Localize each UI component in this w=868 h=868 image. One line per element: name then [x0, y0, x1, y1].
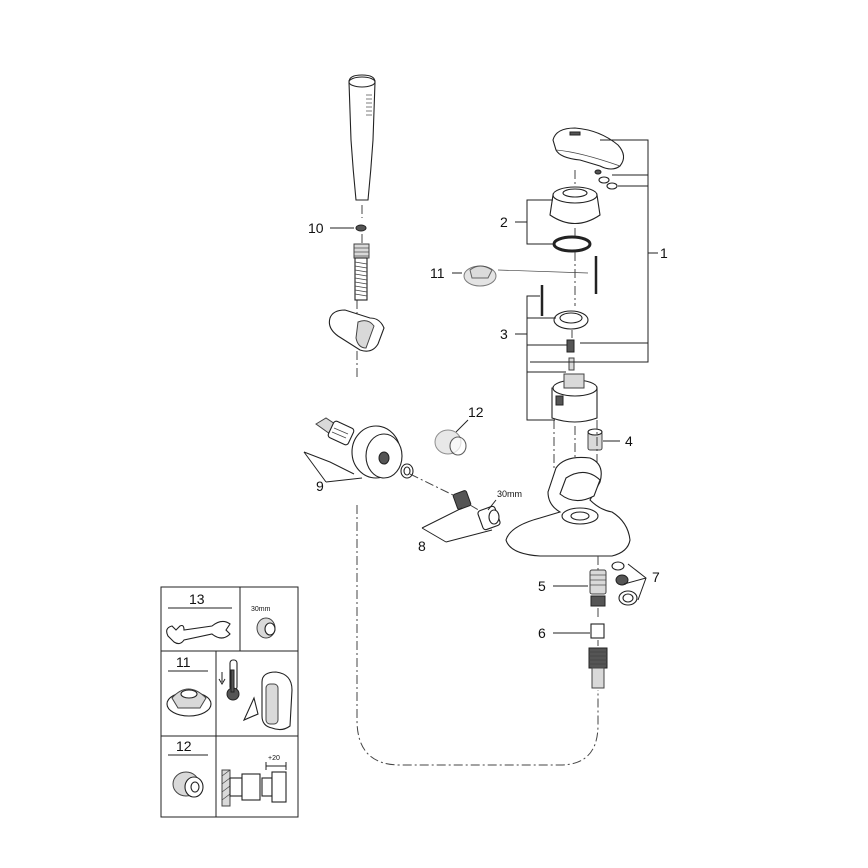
callout-3: 3 — [500, 326, 508, 342]
callout-10: 10 — [308, 220, 324, 236]
callout-5: 5 — [538, 578, 546, 594]
o-ring — [552, 235, 592, 253]
callout-4: 4 — [625, 433, 633, 449]
legend-13-size: 30mm — [251, 606, 271, 613]
thermometer-icon — [218, 659, 240, 701]
lever-handle-icon — [242, 671, 293, 731]
nut-icon — [256, 617, 276, 639]
mixer-assembly — [463, 127, 649, 689]
callout-9: 9 — [316, 478, 324, 494]
wall-extension-icon — [221, 762, 287, 807]
callout-2: 2 — [500, 214, 508, 230]
wrench-icon — [166, 620, 231, 645]
legend-12-number: 12 — [176, 738, 192, 754]
wall-connection — [303, 417, 501, 543]
callout-11: 11 — [430, 265, 445, 281]
sleeve-icon — [172, 771, 204, 798]
callout-8: 8 — [418, 538, 426, 554]
hand-shower — [328, 74, 385, 352]
cover-cap-icon — [166, 688, 212, 717]
legend-13-number: 13 — [189, 591, 205, 607]
callout-7: 7 — [652, 569, 660, 585]
washer-10 — [355, 224, 367, 232]
callout-1: 1 — [660, 245, 668, 261]
legend-11-number: 11 — [176, 654, 191, 670]
callout-6: 6 — [538, 625, 546, 641]
legend-12-offset: +20 — [268, 755, 280, 762]
nut-size-label: 30mm — [497, 489, 522, 499]
callout-12: 12 — [468, 404, 484, 420]
legend-table: 13 30mm 11 12 — [160, 586, 299, 818]
leader-lines — [330, 221, 658, 634]
